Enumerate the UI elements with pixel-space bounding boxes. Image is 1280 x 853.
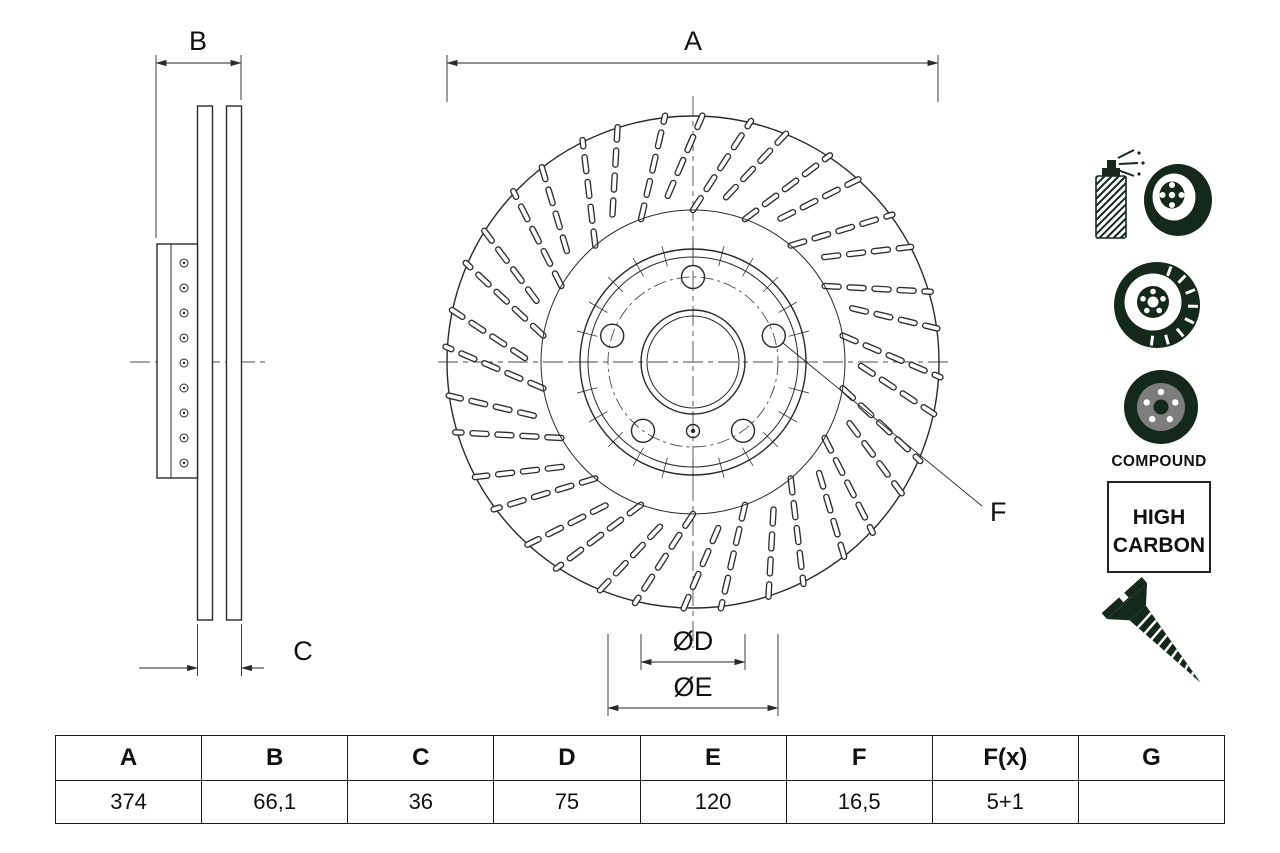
high-carbon-badge: HIGH CARBON xyxy=(1107,481,1211,573)
table-value-cell-e: 120 xyxy=(639,780,787,824)
dimension-A: A xyxy=(446,26,939,102)
table-value-cell-a: 374 xyxy=(54,780,203,824)
vented-brake-disc-icon xyxy=(1114,262,1200,348)
front-view xyxy=(438,96,950,648)
high-carbon-line2: CARBON xyxy=(1113,534,1205,557)
dimension-F: F xyxy=(782,342,1007,527)
coated-disc-spray-icon xyxy=(1095,149,1212,239)
dimension-D: ØD xyxy=(640,626,746,670)
table-header-cell-f: F xyxy=(785,735,933,781)
high-carbon-line1: HIGH xyxy=(1133,506,1186,529)
diagram-canvas: A B C ØD ØE F xyxy=(130,26,1212,716)
wheel-bolt-holes xyxy=(599,264,787,444)
table-value-cell-d: 75 xyxy=(493,780,641,824)
dim-label-diameter-d: ØD xyxy=(673,626,714,656)
table-value-cell-f: 16,5 xyxy=(785,780,933,824)
dim-label-c: C xyxy=(293,636,313,666)
table-value-row: 374 66,1 36 75 120 16,5 5+1 xyxy=(54,780,1226,824)
compound-disc-icon: COMPOUND xyxy=(1111,370,1206,470)
bolt-circle xyxy=(607,276,779,448)
table-header-cell-e: E xyxy=(639,735,787,781)
dim-label-a: A xyxy=(684,26,702,56)
locating-pin-hole xyxy=(685,423,701,439)
table-value-cell-g xyxy=(1077,780,1226,824)
dim-label-diameter-e: ØE xyxy=(673,672,712,702)
table-header-cell-b: B xyxy=(201,735,349,781)
table-header-cell-d: D xyxy=(493,735,641,781)
table-header-cell-g: G xyxy=(1077,735,1226,781)
table-value-cell-b: 66,1 xyxy=(201,780,349,824)
table-value-cell-fx: 5+1 xyxy=(931,780,1079,824)
disc-outer-plate xyxy=(196,105,214,621)
friction-ring-inner-edge xyxy=(540,209,846,515)
spray-lines xyxy=(1117,149,1139,177)
table-header-cell-fx: F(x) xyxy=(931,735,1079,781)
table-header-cell-c: C xyxy=(347,735,495,781)
dim-label-b: B xyxy=(189,26,207,56)
spray-can xyxy=(1095,175,1127,239)
dim-label-f: F xyxy=(990,497,1007,527)
vent-hatch-lines xyxy=(1149,265,1199,346)
disc-outer-edge xyxy=(446,115,940,609)
hat-bolt-holes xyxy=(179,258,189,468)
screw-threads xyxy=(1136,612,1195,676)
center-bore xyxy=(640,309,746,415)
table-value-cell-c: 36 xyxy=(347,780,495,824)
dimension-B: B xyxy=(155,26,242,238)
disc-hat-section xyxy=(156,243,199,479)
dimension-C: C xyxy=(139,624,313,676)
dimensions-table: A B C D E F F(x) G 374 66,1 36 75 120 xyxy=(54,735,1226,824)
countersunk-screw-icon xyxy=(1101,577,1201,683)
table-header-cell-a: A xyxy=(54,735,203,781)
table-header-row: A B C D E F F(x) G xyxy=(54,735,1226,781)
dimension-E: ØE xyxy=(607,634,779,716)
disc-inner-plate xyxy=(225,105,243,621)
side-view xyxy=(130,105,266,621)
leader-line-f xyxy=(782,342,983,507)
compound-label: COMPOUND xyxy=(1111,453,1206,470)
dimensions-table-container: A B C D E F F(x) G 374 66,1 36 75 120 xyxy=(54,735,1226,824)
